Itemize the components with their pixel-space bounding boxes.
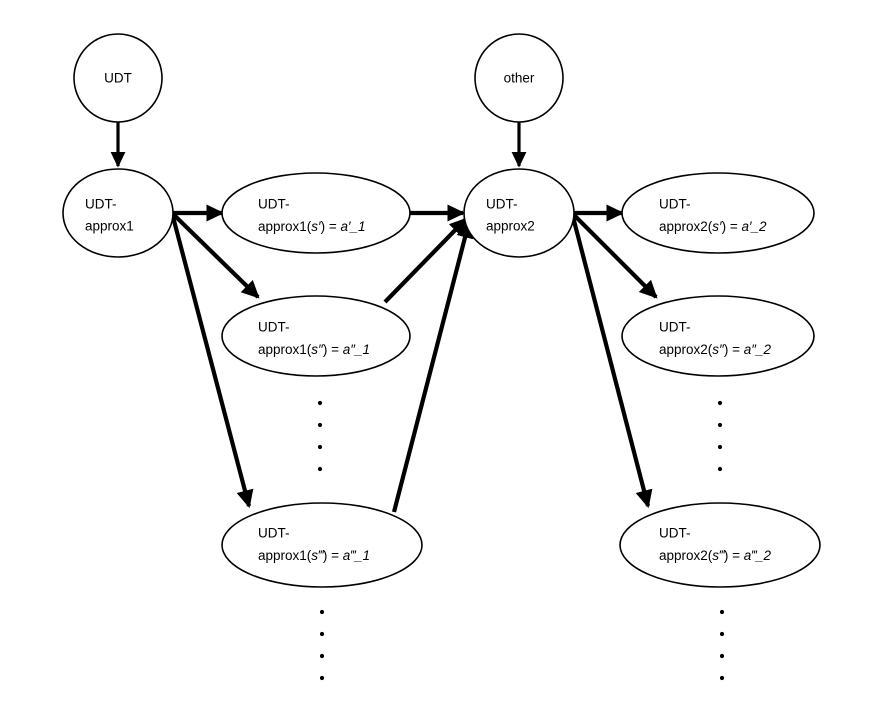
- node-approx1-result-3[interactable]: UDT- approx1(s‴) = a‴_1: [221, 502, 423, 588]
- arg-text: s‴: [311, 548, 325, 563]
- value-text: a′_2: [741, 219, 767, 234]
- edge-a1-s2-to-approx2: [383, 217, 468, 304]
- ellipsis-dot: [717, 466, 723, 472]
- node-approx2[interactable]: UDT- approx2: [463, 168, 575, 258]
- right-middle-vertical-dots: [717, 400, 723, 472]
- node-udt-label: UDT: [104, 71, 132, 86]
- value-text: a‴_2: [744, 548, 772, 563]
- node-approx2-result-2[interactable]: UDT- approx2(s″) = a″_2: [621, 295, 815, 377]
- node-other-shape: [474, 33, 564, 123]
- node-other[interactable]: other: [474, 33, 564, 123]
- mid-text: ) =: [321, 219, 341, 234]
- node-approx1[interactable]: UDT- approx1: [62, 168, 174, 258]
- value-text: a′_1: [340, 219, 365, 234]
- node-approx2-result-1[interactable]: UDT- approx2(s′) = a′_2: [621, 172, 815, 254]
- node-approx1-label-line1: UDT-: [85, 197, 117, 212]
- node-approx2-result-2-line2: approx2(s″) = a″_2: [659, 342, 772, 357]
- ellipsis-dot: [717, 422, 723, 428]
- ellipsis-dot: [719, 631, 725, 637]
- node-approx1-label-line2: approx1: [85, 219, 134, 234]
- ellipsis-dot: [319, 653, 325, 659]
- node-udt[interactable]: UDT: [73, 33, 163, 123]
- node-approx2-result-1-line2: approx2(s′) = a′_2: [659, 219, 767, 234]
- ellipsis-dot: [719, 609, 725, 615]
- prefix-text: approx1(: [258, 219, 312, 234]
- node-approx1-result-3-shape: [221, 502, 423, 588]
- left-middle-vertical-dots: [317, 400, 323, 472]
- value-text: a‴_1: [343, 548, 370, 563]
- value-text: a″_2: [744, 342, 772, 357]
- edge-approx1-to-a1-s2: [170, 211, 260, 299]
- ellipsis-dot: [719, 675, 725, 681]
- edge-approx2-to-a2-s3: [569, 212, 653, 509]
- arg-text: s‴: [712, 548, 726, 563]
- node-approx2-result-3-shape: [619, 502, 821, 588]
- ellipsis-dot: [719, 653, 725, 659]
- node-approx1-result-2-line2: approx1(s″) = a″_1: [258, 342, 370, 357]
- node-approx1-result-3-line1: UDT-: [258, 526, 290, 541]
- arg-text: s′: [712, 219, 722, 234]
- prefix-text: approx2(: [659, 548, 713, 563]
- ellipsis-dot: [317, 444, 323, 450]
- node-approx2-result-1-line1: UDT-: [659, 197, 691, 212]
- node-udt-shape: [73, 33, 163, 123]
- arg-text: s″: [311, 342, 324, 357]
- edge-approx1-to-a1-s3: [169, 212, 254, 509]
- ellipsis-dot: [717, 444, 723, 450]
- mid-text: ) =: [722, 219, 742, 234]
- prefix-text: approx2(: [659, 219, 713, 234]
- ellipsis-dot: [319, 631, 325, 637]
- node-approx1-result-1[interactable]: UDT- approx1(s′) = a′_1: [221, 172, 411, 254]
- value-text: a″_1: [343, 342, 370, 357]
- node-approx2-label-line2: approx2: [486, 219, 535, 234]
- node-approx1-result-2-line1: UDT-: [258, 320, 290, 335]
- node-approx2-shape: [463, 168, 575, 258]
- node-approx2-result-2-shape: [621, 295, 815, 377]
- edge-a1-s3-to-approx2: [391, 219, 474, 513]
- node-approx1-result-1-line1: UDT-: [258, 197, 290, 212]
- mid-text: ) =: [323, 548, 343, 563]
- node-approx2-result-3[interactable]: UDT- approx2(s‴) = a‴_2: [619, 502, 821, 588]
- ellipsis-dot: [717, 400, 723, 406]
- ellipsis-dot: [317, 422, 323, 428]
- node-approx1-result-3-line2: approx1(s‴) = a‴_1: [258, 548, 370, 563]
- prefix-text: approx1(: [258, 342, 312, 357]
- arg-text: s″: [712, 342, 725, 357]
- node-approx2-label-line1: UDT-: [486, 197, 518, 212]
- node-approx1-result-1-line2: approx1(s′) = a′_1: [258, 219, 366, 234]
- ellipsis-dot: [317, 466, 323, 472]
- ellipsis-dot: [317, 400, 323, 406]
- node-approx2-result-1-shape: [621, 172, 815, 254]
- node-approx1-result-2[interactable]: UDT- approx1(s″) = a″_1: [221, 295, 411, 377]
- mid-text: ) =: [724, 342, 744, 357]
- right-bottom-vertical-dots: [719, 609, 725, 681]
- mid-text: ) =: [323, 342, 343, 357]
- node-approx1-result-2-shape: [221, 295, 411, 377]
- edge-approx2-to-a2-s2: [570, 211, 658, 299]
- prefix-text: approx2(: [659, 342, 713, 357]
- node-approx1-result-1-shape: [221, 172, 411, 254]
- ellipsis-dot: [319, 675, 325, 681]
- mid-text: ) =: [724, 548, 744, 563]
- node-approx1-shape: [62, 168, 174, 258]
- node-approx2-result-3-line2: approx2(s‴) = a‴_2: [659, 548, 772, 563]
- left-bottom-vertical-dots: [319, 609, 325, 681]
- prefix-text: approx1(: [258, 548, 312, 563]
- node-other-label: other: [504, 71, 535, 86]
- node-approx2-result-2-line1: UDT-: [659, 320, 691, 335]
- node-approx2-result-3-line1: UDT-: [659, 526, 691, 541]
- ellipsis-dot: [319, 609, 325, 615]
- arg-text: s′: [311, 219, 321, 234]
